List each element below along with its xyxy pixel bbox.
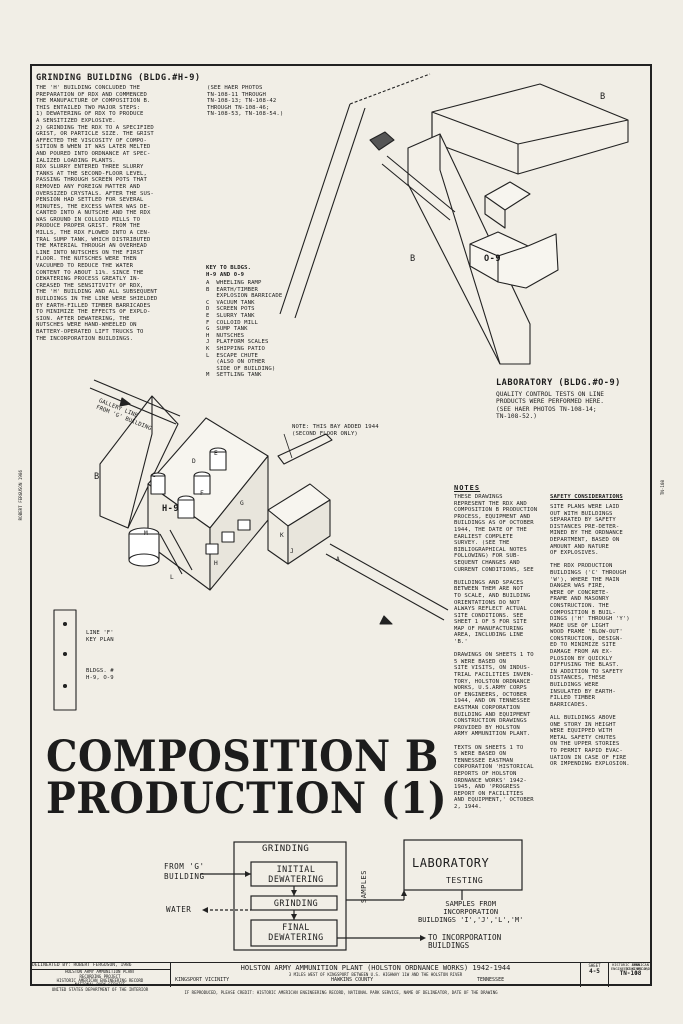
flow-water: WATER — [166, 905, 192, 914]
flow-grinding-title: GRINDING — [262, 844, 310, 854]
label-h: H — [214, 560, 218, 567]
label-j: J — [290, 548, 294, 555]
label-o9: O-9 — [484, 254, 502, 264]
bay-note: NOTE: THIS BAY ADDED 1944 (SECOND FLOOR … — [292, 424, 379, 437]
title-block: DELINEATED BY: ROBERT FERGUSON, 1986 HOL… — [30, 962, 652, 991]
recording-project: HOLSTON ARMY AMMUNITION PLANT RECORDING … — [51, 969, 149, 992]
label-a: A — [336, 556, 340, 563]
truck-icon — [369, 131, 395, 151]
flow-grinding-step: GRINDING — [273, 898, 319, 908]
right-margin-mark: TN-108 — [660, 480, 665, 496]
sheet-label: SHEET — [588, 963, 601, 968]
reproduction-credit: IF REPRODUCED, PLEASE CREDIT: HISTORIC A… — [184, 990, 498, 995]
haer-label: HISTORIC AMERICAN ENGINEERING RECORD — [611, 963, 650, 971]
title-line2: PRODUCTION (1) — [46, 774, 448, 824]
notes-title: NOTES — [454, 484, 481, 492]
grinding-heading: GRINDING BUILDING (BLDG.#H-9) — [36, 73, 201, 83]
key-plan — [53, 609, 77, 711]
key-title: KEY TO BLDGS. H-9 AND 0-9 — [206, 265, 252, 278]
label-b-top: B — [600, 92, 606, 102]
flow-to-incorporation: TO INCORPORATION BUILDINGS — [428, 933, 502, 951]
grinding-box — [233, 841, 347, 951]
plant-location: 3 MILES WEST OF KINGSPORT BETWEEN U.S. H… — [288, 972, 463, 977]
label-b-main: B — [94, 472, 100, 482]
notes-col2: SITE PLANS WERE LAID OUT WITH BUILDINGS … — [550, 504, 630, 768]
county: HAWKINS COUNTY — [331, 977, 374, 983]
label-d: D — [192, 458, 196, 465]
isometric-drawing — [53, 73, 629, 711]
sheet-number: 4-5 — [589, 968, 600, 976]
haer-state-code: TENN. 37-KINPO.V, 1- — [625, 963, 649, 975]
label-g: G — [240, 500, 244, 507]
laboratory-body: QUALITY CONTROL TESTS ON LINE PRODUCTS W… — [496, 391, 605, 421]
title-line1: COMPOSITION B — [46, 732, 439, 782]
label-h9: H-9 — [162, 504, 180, 514]
plant-title: HOLSTON ARMY AMMUNITION PLANT (HOLSTON O… — [240, 964, 511, 972]
laboratory-box — [403, 839, 523, 891]
label-c: C — [152, 472, 156, 479]
label-k: K — [280, 532, 284, 539]
notes-col1: THESE DRAWINGS REPRESENT THE RDX AND COM… — [454, 494, 538, 810]
label-f: F — [200, 490, 204, 497]
flow-lab-title: LABORATORY — [412, 856, 490, 870]
key-plan-bldgs: BLDGS. # H-9, O-9 — [86, 668, 114, 681]
flow-final-dewatering: FINAL DEWATERING — [268, 922, 324, 942]
state: TENNESSEE — [477, 977, 505, 983]
delineated-by: DELINEATED BY: ROBERT FERGUSON, 1986 — [30, 963, 170, 971]
grinding-photos: (SEE HAER PHOTOS TN-108-11 THROUGH TN-10… — [207, 85, 284, 118]
haer-number: TN-108 — [619, 970, 642, 977]
grinding-body: THE 'H' BUILDING CONCLUDED THE PREPARATI… — [36, 85, 158, 342]
flow-samples-from: SAMPLES FROM INCORPORATION BUILDINGS 'I'… — [418, 900, 524, 924]
flow-diagram — [200, 839, 523, 951]
label-m: M — [144, 530, 148, 537]
barricade-b-top — [431, 83, 629, 175]
key-items: A WHEELING RAMP B EARTH/TIMBER EXPLOSION… — [206, 280, 283, 379]
label-l: L — [170, 574, 174, 581]
label-e: E — [214, 450, 218, 457]
flow-samples: SAMPLES — [360, 870, 368, 904]
laboratory-heading: LABORATORY (BLDG.#O-9) — [496, 378, 621, 388]
label-b-left: B — [410, 254, 416, 264]
left-margin-mark: ROBERT FERGUSON 1986 — [18, 470, 23, 521]
flow-initial-dewatering: INITIAL DEWATERING — [268, 864, 324, 884]
flow-from-g: FROM 'G' BUILDING — [164, 862, 205, 881]
flow-lab-testing: TESTING — [446, 876, 484, 885]
drawing-sheet — [30, 64, 652, 986]
lab-building-o9 — [469, 231, 559, 289]
key-plan-label: LINE 'F' KEY PLAN — [86, 630, 114, 643]
vicinity: KINGSPORT VICINITY — [175, 977, 230, 983]
safety-title: SAFETY CONSIDERATIONS — [550, 494, 623, 500]
